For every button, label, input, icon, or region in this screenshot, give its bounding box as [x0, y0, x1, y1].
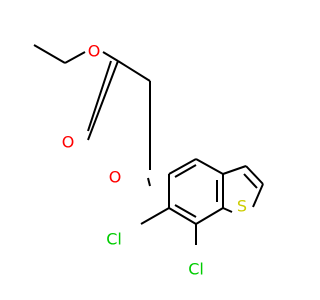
bond-c5-c4	[168, 158, 197, 175]
bond-c4-c3a	[195, 158, 224, 175]
bond-o-ether-c5	[147, 177, 151, 187]
atom-o-carbonyl: O	[62, 133, 75, 152]
atom-o-ester: O	[88, 42, 101, 61]
bond-c3-c2-b	[243, 173, 258, 189]
bond-aromatic-3	[174, 204, 197, 218]
atom-labels: O O O S Cl Cl	[62, 42, 247, 279]
bond-c-carbonyl-o-double-b	[87, 60, 112, 132]
bond-c-carbonyl-o-double-a	[87, 60, 119, 141]
bond-c7a-c7	[195, 207, 224, 225]
bond-ch3-ch2	[33, 44, 66, 64]
molecule-structure: O O O S Cl Cl	[33, 41, 264, 279]
bond-c3a-c3	[222, 165, 247, 175]
atom-cl-7: Cl	[188, 260, 204, 279]
bond-c6-cl	[140, 207, 170, 225]
bond-c2-s	[252, 183, 264, 208]
bond-o-ester-c-carbonyl	[102, 51, 119, 62]
atom-o-ether: O	[109, 168, 122, 187]
bond-c-carbonyl-ch2	[117, 60, 151, 82]
bond-c3-c2-a	[245, 165, 264, 185]
bonds	[33, 44, 264, 245]
atom-s: S	[237, 197, 247, 216]
bond-aromatic-1	[174, 164, 197, 178]
bond-s-c7a	[222, 207, 233, 213]
bond-c7-c6	[168, 207, 197, 225]
bond-ch2-o-ester	[64, 51, 86, 64]
atom-cl-6: Cl	[106, 230, 122, 249]
